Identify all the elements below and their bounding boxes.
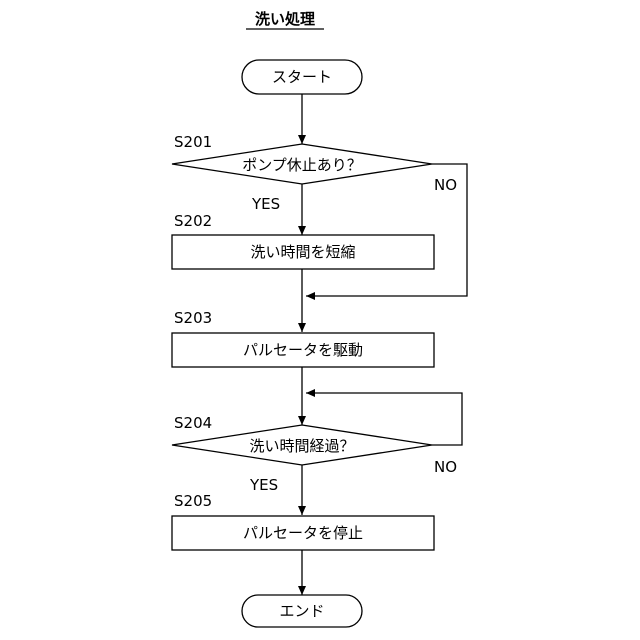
end-label: エンド bbox=[279, 602, 324, 620]
process-s203-label: パルセータを駆動 bbox=[243, 341, 363, 359]
step-label-s205: S205 bbox=[174, 492, 212, 510]
step-label-s203: S203 bbox=[174, 309, 212, 327]
step-label-s201: S201 bbox=[174, 133, 212, 151]
branch-s204-yes: YES bbox=[249, 476, 278, 494]
diagram-title: 洗い処理 bbox=[255, 10, 315, 28]
step-label-s204: S204 bbox=[174, 414, 212, 432]
step-label-s202: S202 bbox=[174, 212, 212, 230]
branch-s201-no: NO bbox=[434, 176, 457, 194]
start-label: スタート bbox=[272, 68, 332, 86]
branch-s204-no: NO bbox=[434, 458, 457, 476]
decision-s204-label: 洗い時間経過？ bbox=[249, 437, 354, 455]
branch-s201-yes: YES bbox=[251, 195, 280, 213]
process-s202-label: 洗い時間を短縮 bbox=[250, 243, 355, 261]
process-s205-label: パルセータを停止 bbox=[243, 524, 363, 542]
decision-s201-label: ポンプ休止あり？ bbox=[242, 156, 362, 174]
